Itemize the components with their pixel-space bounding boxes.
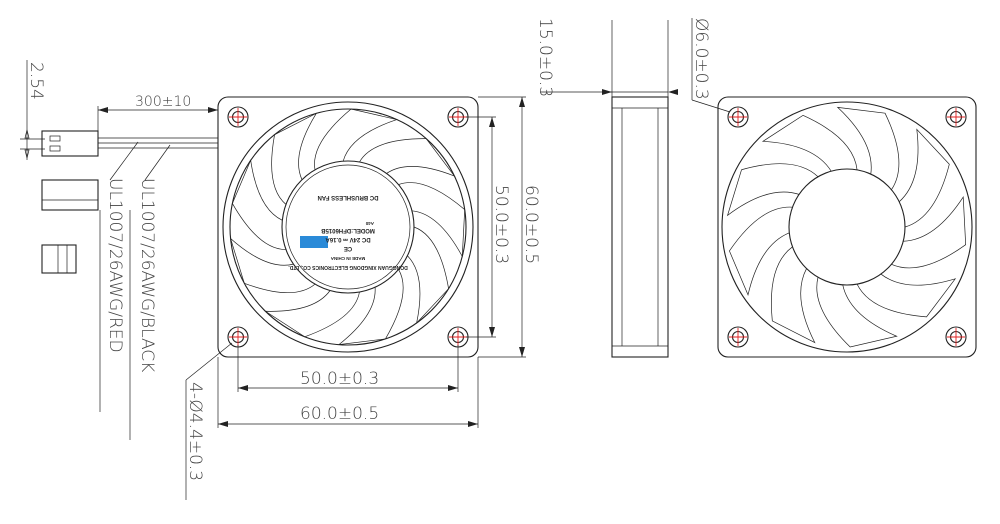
fan-blade <box>337 269 404 346</box>
hub-hole-dim: Ø6.0±0.3 <box>691 18 711 100</box>
fan-blade <box>898 128 950 228</box>
fan-blade <box>761 114 858 172</box>
fan-blade <box>816 277 898 348</box>
svg-text:A40: A40 <box>365 221 374 226</box>
frame-width-dim: 60.0±0.5 <box>300 404 379 424</box>
hole-spacing-h-dim: 50.0±0.3 <box>300 369 379 389</box>
brand-logo <box>300 236 328 248</box>
fan-blade <box>359 138 456 177</box>
fan-blade <box>856 273 957 318</box>
fan-label: DONGGUAN XINGDONG ELECTRONICS CO., LTD. … <box>288 194 408 270</box>
pin-pitch-dim: 2.54 <box>26 62 46 100</box>
fan-blade <box>891 196 967 269</box>
svg-text:DC 24V ⎓ 0.16A: DC 24V ⎓ 0.16A <box>325 236 371 242</box>
fan-blade <box>726 163 819 217</box>
svg-text:DC BRUSHLESS FAN: DC BRUSHLESS FAN <box>317 194 378 200</box>
frame-height-dim: 60.0±0.5 <box>521 185 541 264</box>
fan-blade <box>771 246 816 344</box>
fan-blade <box>229 237 316 293</box>
fan-blade <box>264 290 360 338</box>
fan-front-view <box>217 96 479 358</box>
fan-blade <box>729 206 793 296</box>
fan-blade <box>271 112 318 205</box>
svg-text:DONGGUAN XINGDONG ELECTRONICS: DONGGUAN XINGDONG ELECTRONICS CO., LTD. <box>288 264 408 270</box>
fan-side-view <box>540 20 678 358</box>
wire-black-label: UL1007/26AWG/BLACK <box>137 178 157 372</box>
hole-spacing-v-dim: 50.0±0.3 <box>491 185 511 264</box>
connector-top-view <box>20 60 218 440</box>
fan-blade <box>398 182 466 258</box>
fan-blade <box>231 158 286 250</box>
mount-hole-boss <box>727 326 749 348</box>
mount-hole-boss <box>727 106 749 128</box>
mount-hole-boss <box>945 106 967 128</box>
fan-blade <box>407 226 449 325</box>
svg-text:D-FAN: D-FAN <box>313 211 338 220</box>
fan-blade <box>314 108 399 170</box>
svg-text:CE: CE <box>344 245 352 251</box>
mount-hole-boss <box>945 326 967 348</box>
lead-length-dim: 300±10 <box>135 94 191 110</box>
svg-text:MODEL:DFH6015B: MODEL:DFH6015B <box>321 227 375 233</box>
mount-hole-boss <box>227 106 249 128</box>
svg-text:MADE IN CHINA: MADE IN CHINA <box>330 256 365 261</box>
mount-holes-dim: 4-Ø4.4±0.3 <box>185 382 205 481</box>
thickness-dim: 15.0±0.3 <box>535 18 555 97</box>
fan-blade <box>836 106 900 190</box>
wire-red-label: UL1007/26AWG/RED <box>105 178 125 353</box>
front-dimension-lines <box>185 96 526 500</box>
fan-rear-view <box>691 18 977 358</box>
